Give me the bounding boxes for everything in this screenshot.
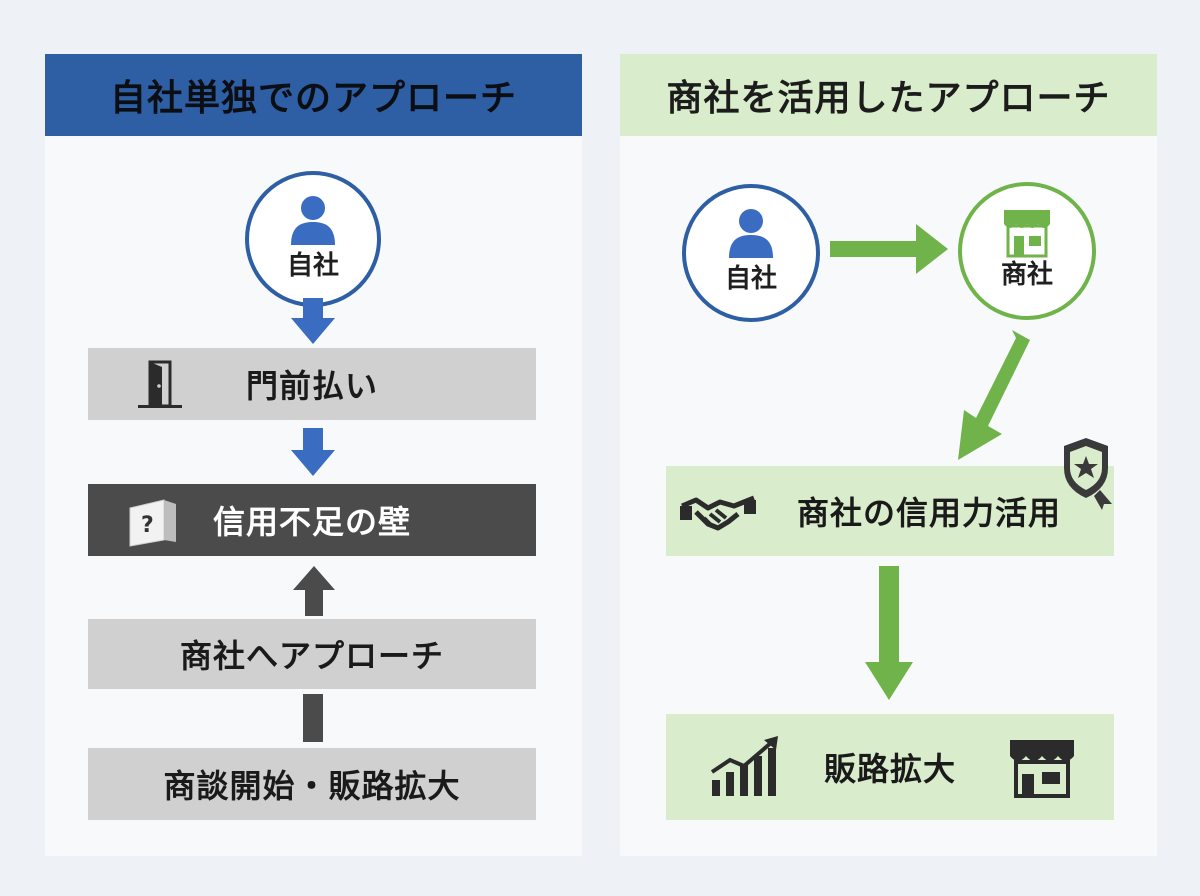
self-company-label: 自社 [286, 251, 339, 281]
connector-bar [303, 694, 323, 742]
credit-leverage-box: 商社の信用力活用 [666, 466, 1114, 556]
person-icon [291, 196, 335, 245]
left-panel-header: 自社単独でのアプローチ [45, 54, 582, 136]
sales-expansion-box: 販路拡大 [666, 714, 1114, 820]
left-panel: 自社単独でのアプローチ 自社 門前払い ? 信用不足の壁 商社 [45, 54, 582, 856]
self-company-circle: 自社 [245, 171, 381, 307]
arrow-up [293, 566, 335, 616]
shield-badge-icon [1064, 438, 1112, 510]
arrow-down-right [865, 566, 913, 700]
storefront-icon [1004, 210, 1050, 258]
negotiation-label: 商談開始・販路拡大 [163, 767, 461, 805]
arrow-down-left [958, 330, 1030, 460]
handshake-icon [680, 495, 756, 531]
trading-company-circle: 商社 [958, 182, 1096, 320]
shop-icon [1010, 740, 1074, 798]
arrow-right [830, 224, 948, 274]
credit-wall-label: 信用不足の壁 [212, 503, 411, 541]
right-panel: 商社を活用したアプローチ 自社 商社 商社の信用力活用 [620, 54, 1157, 856]
approach-trading-box: 商社へアプローチ [88, 619, 536, 689]
question-wall-icon: ? [129, 499, 176, 547]
arrow-down-2 [291, 428, 335, 476]
sales-expansion-label: 販路拡大 [823, 750, 956, 788]
door-icon [138, 360, 182, 408]
rejection-box: 門前払い [88, 348, 536, 420]
right-panel-header: 商社を活用したアプローチ [620, 54, 1157, 136]
person-icon [729, 209, 773, 258]
credit-wall-box: ? 信用不足の壁 [88, 484, 536, 556]
approach-trading-label: 商社へアプローチ [179, 637, 444, 675]
self-company-circle-right: 自社 [682, 184, 820, 322]
negotiation-box: 商談開始・販路拡大 [88, 748, 536, 820]
rejection-label: 門前払い [245, 367, 378, 405]
growth-chart-icon [710, 736, 778, 796]
self-company-label-right: 自社 [724, 264, 777, 294]
svg-text:?: ? [141, 513, 154, 538]
arrow-down-1 [291, 298, 335, 344]
credit-leverage-label: 商社の信用力活用 [796, 494, 1061, 532]
trading-company-label: 商社 [1000, 260, 1053, 290]
